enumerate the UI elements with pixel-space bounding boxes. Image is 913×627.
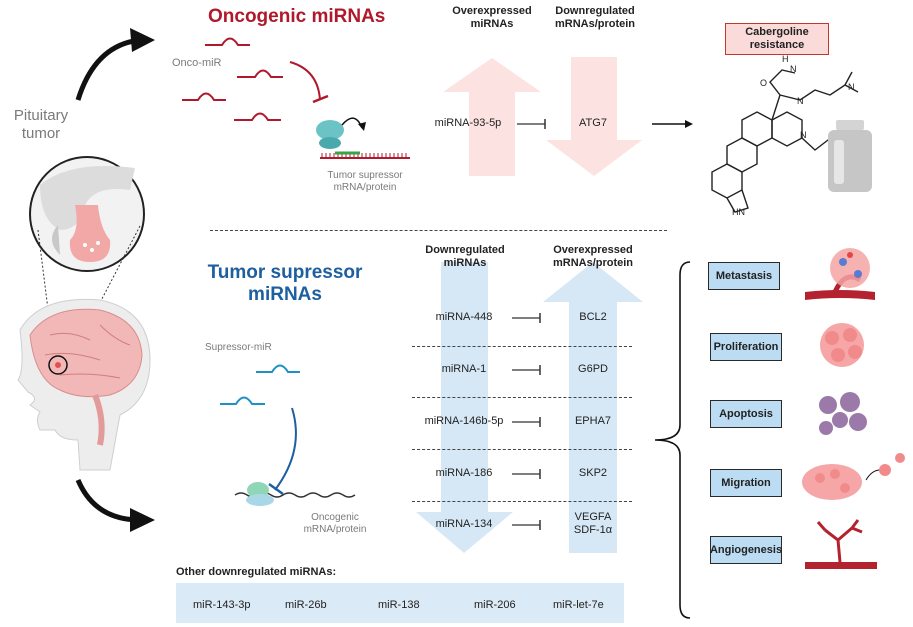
svg-text:N: N [848, 82, 855, 92]
oncogenic-title: Oncogenic miRNAs [208, 6, 386, 27]
apoptosis-icon [819, 392, 867, 435]
section-divider [210, 230, 667, 231]
pituitary-tumor-label: Pituitary tumor [13, 107, 69, 142]
svg-text:H: H [782, 54, 789, 64]
row-divider [412, 397, 632, 398]
tumor-suppressor-title: Tumor supressor miRNAs [207, 262, 363, 305]
svg-text:HN: HN [732, 207, 745, 217]
supp-inhibit-arrow [274, 407, 297, 491]
other-mirna-item: miR-138 [378, 599, 420, 611]
svg-text:N: N [797, 96, 804, 106]
supp-mir-icons [220, 364, 300, 405]
svg-text:O: O [760, 78, 767, 88]
arrow-to-suppressor [75, 478, 155, 532]
target-row-label: BCL2 [579, 311, 607, 323]
pituitary-zoom-icon [29, 156, 145, 272]
outcome-proliferation: Proliferation [710, 333, 782, 361]
outcome-migration: Migration [710, 469, 782, 497]
svg-text:N: N [800, 130, 807, 140]
outcome-metastasis: Metastasis [708, 262, 780, 290]
oncogenic-mrna-icon [234, 482, 356, 506]
migration-icon [802, 453, 905, 500]
pill-bottle-icon [828, 120, 872, 192]
tumor-suppressor-mrna-label: Tumor supressor mRNA/protein [327, 170, 403, 193]
target-row-label: G6PD [578, 363, 608, 375]
overexpressed-mirnas-header: Overexpressed miRNAs [452, 5, 532, 30]
mirna-row-label: miRNA-1 [441, 363, 487, 375]
downregulated-down-arrow [546, 57, 642, 176]
other-mirna-item: miR-143-3p [193, 599, 251, 611]
downregulated-mirnas-header: Downregulated miRNAs [425, 244, 505, 269]
mirna-row-label: miRNA-448 [435, 311, 493, 323]
onco-mirna-label: miRNA-93-5p [434, 117, 502, 129]
oncogenic-mrna-label: Oncogenic mRNA/protein [303, 512, 367, 535]
outcome-apoptosis: Apoptosis [710, 400, 782, 428]
target-row-label: EPHA7 [574, 415, 612, 427]
row-divider [412, 501, 632, 502]
overexpressed-up-arrow-blue [543, 262, 643, 553]
onco-mir-label: Onco-miR [172, 57, 222, 69]
target-row-label: SKP2 [578, 467, 608, 479]
supp-mir-label: Supressor-miR [205, 342, 272, 353]
tumor-suppressor-mrna-icon [320, 151, 410, 159]
arrow-to-oncogenic [75, 28, 155, 101]
cabergoline-resistance-box: Cabergoline resistance [725, 23, 829, 55]
other-downregulated-box [176, 583, 624, 623]
head-brain-icon [17, 298, 151, 471]
other-downregulated-title: Other downregulated miRNAs: [176, 566, 337, 578]
cabergoline-molecule-icon [711, 69, 859, 213]
mirna-row-label: miRNA-186 [435, 467, 493, 479]
row-divider [412, 346, 632, 347]
other-mirna-item: miR-206 [474, 599, 516, 611]
row-divider [412, 449, 632, 450]
mirna-row-label: miRNA-146b-5p [424, 415, 504, 427]
target-row-label: VEGFA SDF-1α [573, 511, 613, 536]
svg-text:N: N [790, 64, 797, 74]
angiogenesis-icon [805, 519, 877, 569]
onco-inhibit-arrow [289, 61, 321, 101]
onco-target-label: ATG7 [579, 117, 607, 129]
onco-mir-icons [182, 37, 283, 121]
proliferation-icon [820, 323, 864, 367]
ribosome-icon [316, 117, 366, 149]
downregulated-mrnas-header: Downregulated mRNAs/protein [554, 5, 636, 30]
overexpressed-mrnas-header: Overexpressed mRNAs/protein [552, 244, 634, 269]
metastasis-icon [805, 248, 875, 300]
other-mirna-item: miR-let-7e [553, 599, 604, 611]
outcomes-brace [654, 261, 691, 619]
inhibition-lines [512, 313, 541, 530]
overexpressed-up-arrow [443, 58, 541, 176]
mirna-row-label: miRNA-134 [435, 518, 493, 530]
downregulated-down-arrow-blue [416, 262, 513, 553]
other-mirna-item: miR-26b [285, 599, 327, 611]
outcome-angiogenesis: Angiogenesis [710, 536, 782, 564]
